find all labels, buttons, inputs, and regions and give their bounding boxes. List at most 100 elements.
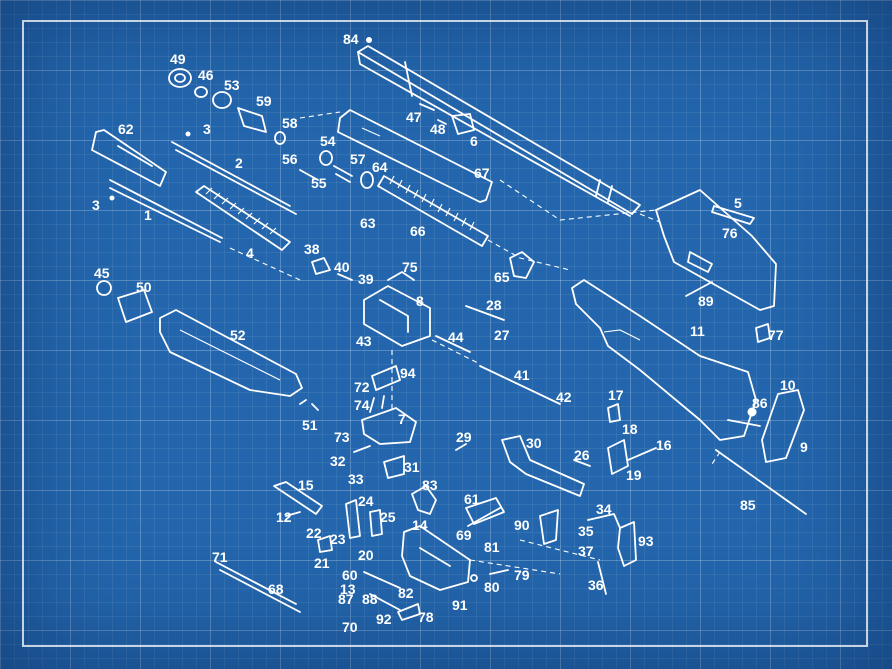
part-callout-90: 90	[514, 517, 530, 533]
part-callout-57: 57	[350, 151, 366, 167]
part-callout-68: 68	[268, 581, 284, 597]
part-callout-40: 40	[334, 259, 350, 275]
part-callout-67: 67	[474, 165, 490, 181]
part-callout-61: 61	[464, 491, 480, 507]
part-callout-38: 38	[304, 241, 320, 257]
part-callout-42: 42	[556, 389, 572, 405]
part-callout-78: 78	[418, 609, 434, 625]
part-callout-45: 45	[94, 265, 110, 281]
part-callout-31: 31	[404, 459, 420, 475]
part-callout-71: 71	[212, 549, 228, 565]
part-callout-34: 34	[596, 501, 612, 517]
part-callout-56: 56	[282, 151, 298, 167]
part-callout-10: 10	[780, 377, 796, 393]
part-callout-66: 66	[410, 223, 426, 239]
part-callout-88: 88	[362, 591, 378, 607]
part-callout-49: 49	[170, 51, 186, 67]
part-callout-9: 9	[800, 439, 808, 455]
part-callout-72: 72	[354, 379, 370, 395]
alignment-leaders	[229, 111, 661, 575]
part-callout-91: 91	[452, 597, 468, 613]
part-callout-11: 11	[690, 323, 705, 339]
part-callout-43: 43	[356, 333, 372, 349]
part-callout-80: 80	[484, 579, 500, 595]
receiver-and-stock	[571, 189, 807, 515]
part-callout-47: 47	[406, 109, 422, 125]
part-callout-55: 55	[311, 175, 327, 191]
part-callout-37: 37	[578, 543, 594, 559]
part-callout-46: 46	[198, 67, 214, 83]
part-callout-70: 70	[342, 619, 358, 635]
part-callout-86: 86	[752, 395, 768, 411]
part-callout-94: 94	[400, 365, 416, 381]
part-callout-54: 54	[320, 133, 336, 149]
blueprint-frame	[22, 20, 868, 647]
part-callout-21: 21	[314, 555, 330, 571]
part-callout-83: 83	[422, 477, 438, 493]
part-callout-75: 75	[402, 259, 418, 275]
part-callout-52: 52	[230, 327, 246, 343]
part-callout-1: 1	[144, 207, 152, 223]
part-callout-25: 25	[380, 509, 396, 525]
part-callout-7: 7	[398, 411, 406, 427]
part-callout-84: 84	[343, 31, 359, 47]
part-callout-41: 41	[514, 367, 530, 383]
part-callout-35: 35	[578, 523, 594, 539]
part-callout-85: 85	[740, 497, 756, 513]
part-callout-92: 92	[376, 611, 392, 627]
part-callout-60: 60	[342, 567, 358, 583]
part-callout-82: 82	[398, 585, 414, 601]
part-callout-4: 4	[246, 245, 254, 261]
part-callout-3: 3	[92, 197, 100, 213]
part-callout-36: 36	[588, 577, 604, 593]
barrel-assembly	[299, 37, 641, 279]
part-callout-30: 30	[526, 435, 542, 451]
part-callout-79: 79	[514, 567, 530, 583]
part-callout-73: 73	[334, 429, 350, 445]
part-callout-33: 33	[348, 471, 364, 487]
part-callout-16: 16	[656, 437, 672, 453]
part-callout-62: 62	[118, 121, 134, 137]
part-callout-50: 50	[136, 279, 152, 295]
part-callout-15: 15	[298, 477, 314, 493]
part-callout-63: 63	[360, 215, 376, 231]
part-callout-13: 13	[340, 581, 356, 597]
part-callout-28: 28	[486, 297, 502, 313]
part-callout-6: 6	[470, 133, 478, 149]
part-callout-76: 76	[722, 225, 738, 241]
part-callout-22: 22	[306, 525, 322, 541]
forend-assembly	[96, 280, 319, 411]
part-callout-23: 23	[330, 531, 346, 547]
part-callout-19: 19	[626, 467, 642, 483]
trigger-group	[215, 403, 657, 621]
part-callout-93: 93	[638, 533, 654, 549]
part-callout-3: 3	[203, 121, 211, 137]
part-callout-24: 24	[358, 493, 374, 509]
part-callout-74: 74	[354, 397, 370, 413]
part-callout-48: 48	[430, 121, 446, 137]
part-callout-69: 69	[456, 527, 472, 543]
part-callout-44: 44	[448, 329, 464, 345]
part-callout-64: 64	[372, 159, 388, 175]
part-callout-17: 17	[608, 387, 624, 403]
part-callout-81: 81	[484, 539, 500, 555]
part-callout-77: 77	[768, 327, 784, 343]
part-callout-2: 2	[235, 155, 243, 171]
action-bars	[91, 129, 297, 251]
part-callout-12: 12	[276, 509, 292, 525]
part-callout-39: 39	[358, 271, 374, 287]
part-callout-59: 59	[256, 93, 272, 109]
part-callout-89: 89	[698, 293, 714, 309]
part-callout-18: 18	[622, 421, 638, 437]
part-callout-65: 65	[494, 269, 510, 285]
part-callout-32: 32	[330, 453, 346, 469]
part-callout-29: 29	[456, 429, 472, 445]
part-callout-58: 58	[282, 115, 298, 131]
bolt-group	[311, 257, 561, 479]
part-callout-8: 8	[416, 293, 424, 309]
part-callout-53: 53	[224, 77, 240, 93]
part-callout-27: 27	[494, 327, 510, 343]
